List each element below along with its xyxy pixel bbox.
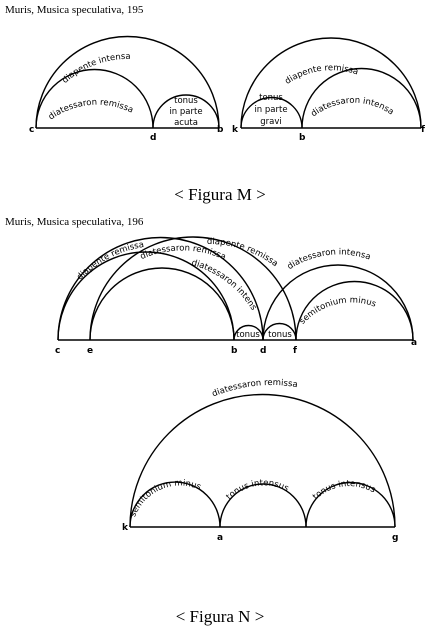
point-label: f [421,125,425,135]
arc-semitonium-minus [129,481,221,528]
arc-diatessaron-intensa [262,264,414,341]
point-label: c [55,346,60,356]
point-label: d [150,133,156,143]
point-label: c [29,125,34,135]
arc-tonus [240,96,303,129]
arc-label: diapente remissa [75,240,145,282]
tonus-label: acuta [174,118,198,128]
source-citation-2: Muris, Musica speculativa, 196 [5,216,144,228]
arc-diatessaron-intensa [89,267,235,341]
tonus-label: tonus [268,330,292,340]
arc-label: tonus intensus [224,478,290,502]
arc-label: semitonium minus [298,295,378,326]
arc-diapente-remissa [89,236,297,341]
figura-n-top-diagram: diapente remissa diapente remissa diates… [0,0,417,356]
point-label: a [217,533,223,543]
arc-diapente-intensa [35,35,220,129]
tonus-label: tonus [236,330,260,340]
figura-m-right-diagram: diapente remissa diatessaron intensa ton… [232,37,425,143]
arc-diapente-remissa [240,37,422,129]
arc-label: tonus intensus [311,479,378,502]
arc-diatessaron-remissa [129,393,396,528]
arc-diatessaron-intensa [301,67,422,129]
tonus-label: in parte [254,105,287,115]
arc-diatessaron-remissa [57,251,235,341]
figura-n-bottom-diagram: diatessaron remissa semitonium minus ton… [122,378,398,543]
point-label: k [232,125,239,135]
figura-m-left-diagram: diapente intensa diatessaron remissa ton… [29,35,224,143]
point-label: b [217,125,224,135]
point-label: a [411,338,417,348]
point-label: k [122,523,129,533]
figure-caption-m: < Figura M > [174,185,266,204]
point-label: b [231,346,238,356]
source-citation-1: Muris, Musica speculativa, 195 [5,4,144,16]
arc-tonus-intensus [305,481,396,528]
arc-tonus [152,94,220,129]
point-label: b [299,133,306,143]
point-label: g [392,533,398,543]
arc-label: diatessaron intensa [309,96,395,119]
tonus-label: tonus [259,93,283,103]
tonus-label: in parte [169,107,202,117]
point-label: d [260,346,266,356]
arc-label: diatessaron remissa [47,98,135,123]
point-label: e [87,346,93,356]
point-label: f [293,346,297,356]
arc-diatessaron-remissa [35,68,154,129]
arc-semitonium-minus [295,280,414,341]
arc-tonus [262,322,297,341]
tonus-label: tonus [174,96,198,106]
arc-tonus-intensus [219,483,307,528]
arc-diapente-remissa [57,236,264,341]
figure-caption-n: < Figura N > [175,607,265,626]
tonus-label: gravi [260,117,282,127]
arc-label: diatessaron intensa [0,0,259,313]
arc-tonus [233,324,264,341]
